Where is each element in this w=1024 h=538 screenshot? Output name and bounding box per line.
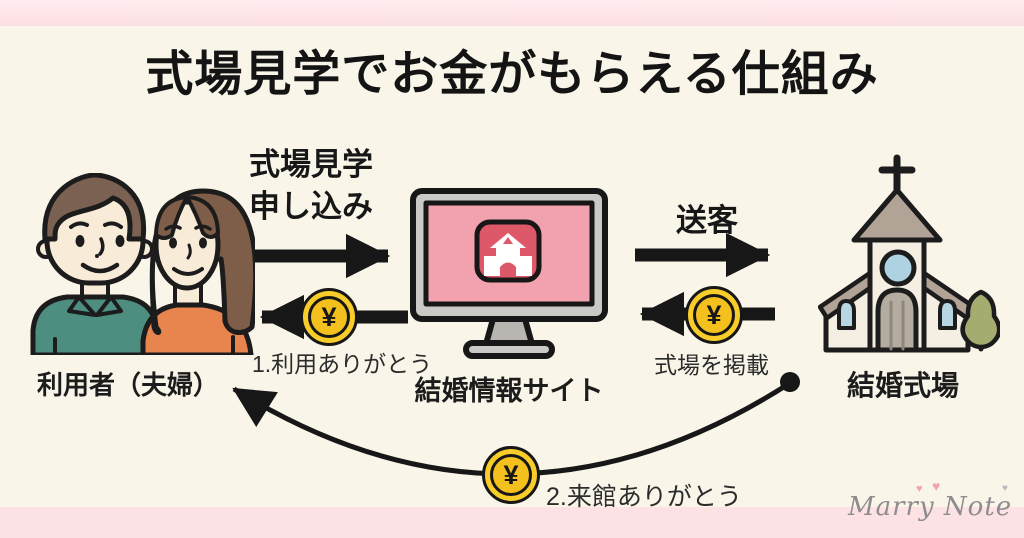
- tower-spire: [851, 187, 943, 243]
- man-shirt: [30, 294, 160, 355]
- heart-icon: ♥: [916, 483, 923, 495]
- woman-eye-right: [199, 237, 207, 249]
- main-door: [875, 287, 919, 353]
- site-label: 結婚情報サイト: [414, 376, 604, 406]
- venue-label: 結婚式場: [846, 370, 959, 401]
- woman-eye-left: [169, 237, 177, 249]
- window-left: [837, 299, 856, 330]
- woman-brow-right: [194, 224, 212, 231]
- bottom-pink-band: [0, 507, 1024, 538]
- yen-coin-inner: ¥: [308, 296, 350, 338]
- man-brow-right: [103, 221, 123, 229]
- yen-coin-inner: ¥: [693, 294, 735, 336]
- couple-illustration: [30, 173, 255, 355]
- church-app-glyph: [484, 233, 532, 276]
- man-mouth: [80, 262, 120, 274]
- wedding-venue-church: [818, 154, 1000, 353]
- flow-label-listing: 式場を掲載: [654, 352, 769, 378]
- woman-figure: [140, 188, 255, 355]
- woman-nose: [186, 243, 192, 260]
- couple-label: 利用者（夫婦）: [36, 370, 219, 400]
- man-collar-left: [67, 295, 97, 317]
- tree-crown: [960, 289, 1000, 350]
- yen-symbol: ¥: [321, 301, 337, 332]
- yen-coin-listing: ¥: [685, 286, 743, 344]
- heart-icon: ♥: [932, 478, 941, 494]
- man-nostril: [95, 254, 99, 258]
- man-hair: [42, 173, 147, 242]
- flow-label-reward-visit: 2.来館ありがとう: [546, 483, 742, 511]
- man-collar-right: [95, 295, 123, 317]
- flow-label-application: 式場見学 申し込み: [249, 147, 373, 224]
- window-right: [938, 299, 957, 330]
- heart-icon: ♥: [1002, 483, 1008, 494]
- yen-coin-reward-visit: ¥: [482, 446, 540, 504]
- man-brow-left: [69, 221, 89, 229]
- flow-label-reward-use: 1.利用ありがとう: [252, 351, 433, 377]
- woman-mouth: [172, 267, 204, 276]
- woman-brow-left: [164, 224, 182, 231]
- man-nose: [98, 237, 105, 256]
- yen-symbol: ¥: [503, 459, 519, 490]
- yen-symbol: ¥: [706, 299, 722, 330]
- watermark-logo: Marry Note: [848, 492, 1013, 522]
- monitor-stand-base: [463, 340, 555, 359]
- flow-label-sending: 送客: [676, 203, 738, 238]
- top-pink-band: [0, 0, 1024, 26]
- man-eye-left: [75, 235, 85, 247]
- rose-window: [879, 249, 917, 287]
- man-figure: [30, 173, 160, 355]
- man-eye-right: [115, 235, 125, 247]
- wedding-site-monitor: [410, 188, 608, 359]
- page-title: 式場見学でお金がもらえる仕組み: [145, 48, 879, 101]
- yen-coin-reward-use: ¥: [300, 288, 358, 346]
- yen-coin-inner: ¥: [490, 454, 532, 496]
